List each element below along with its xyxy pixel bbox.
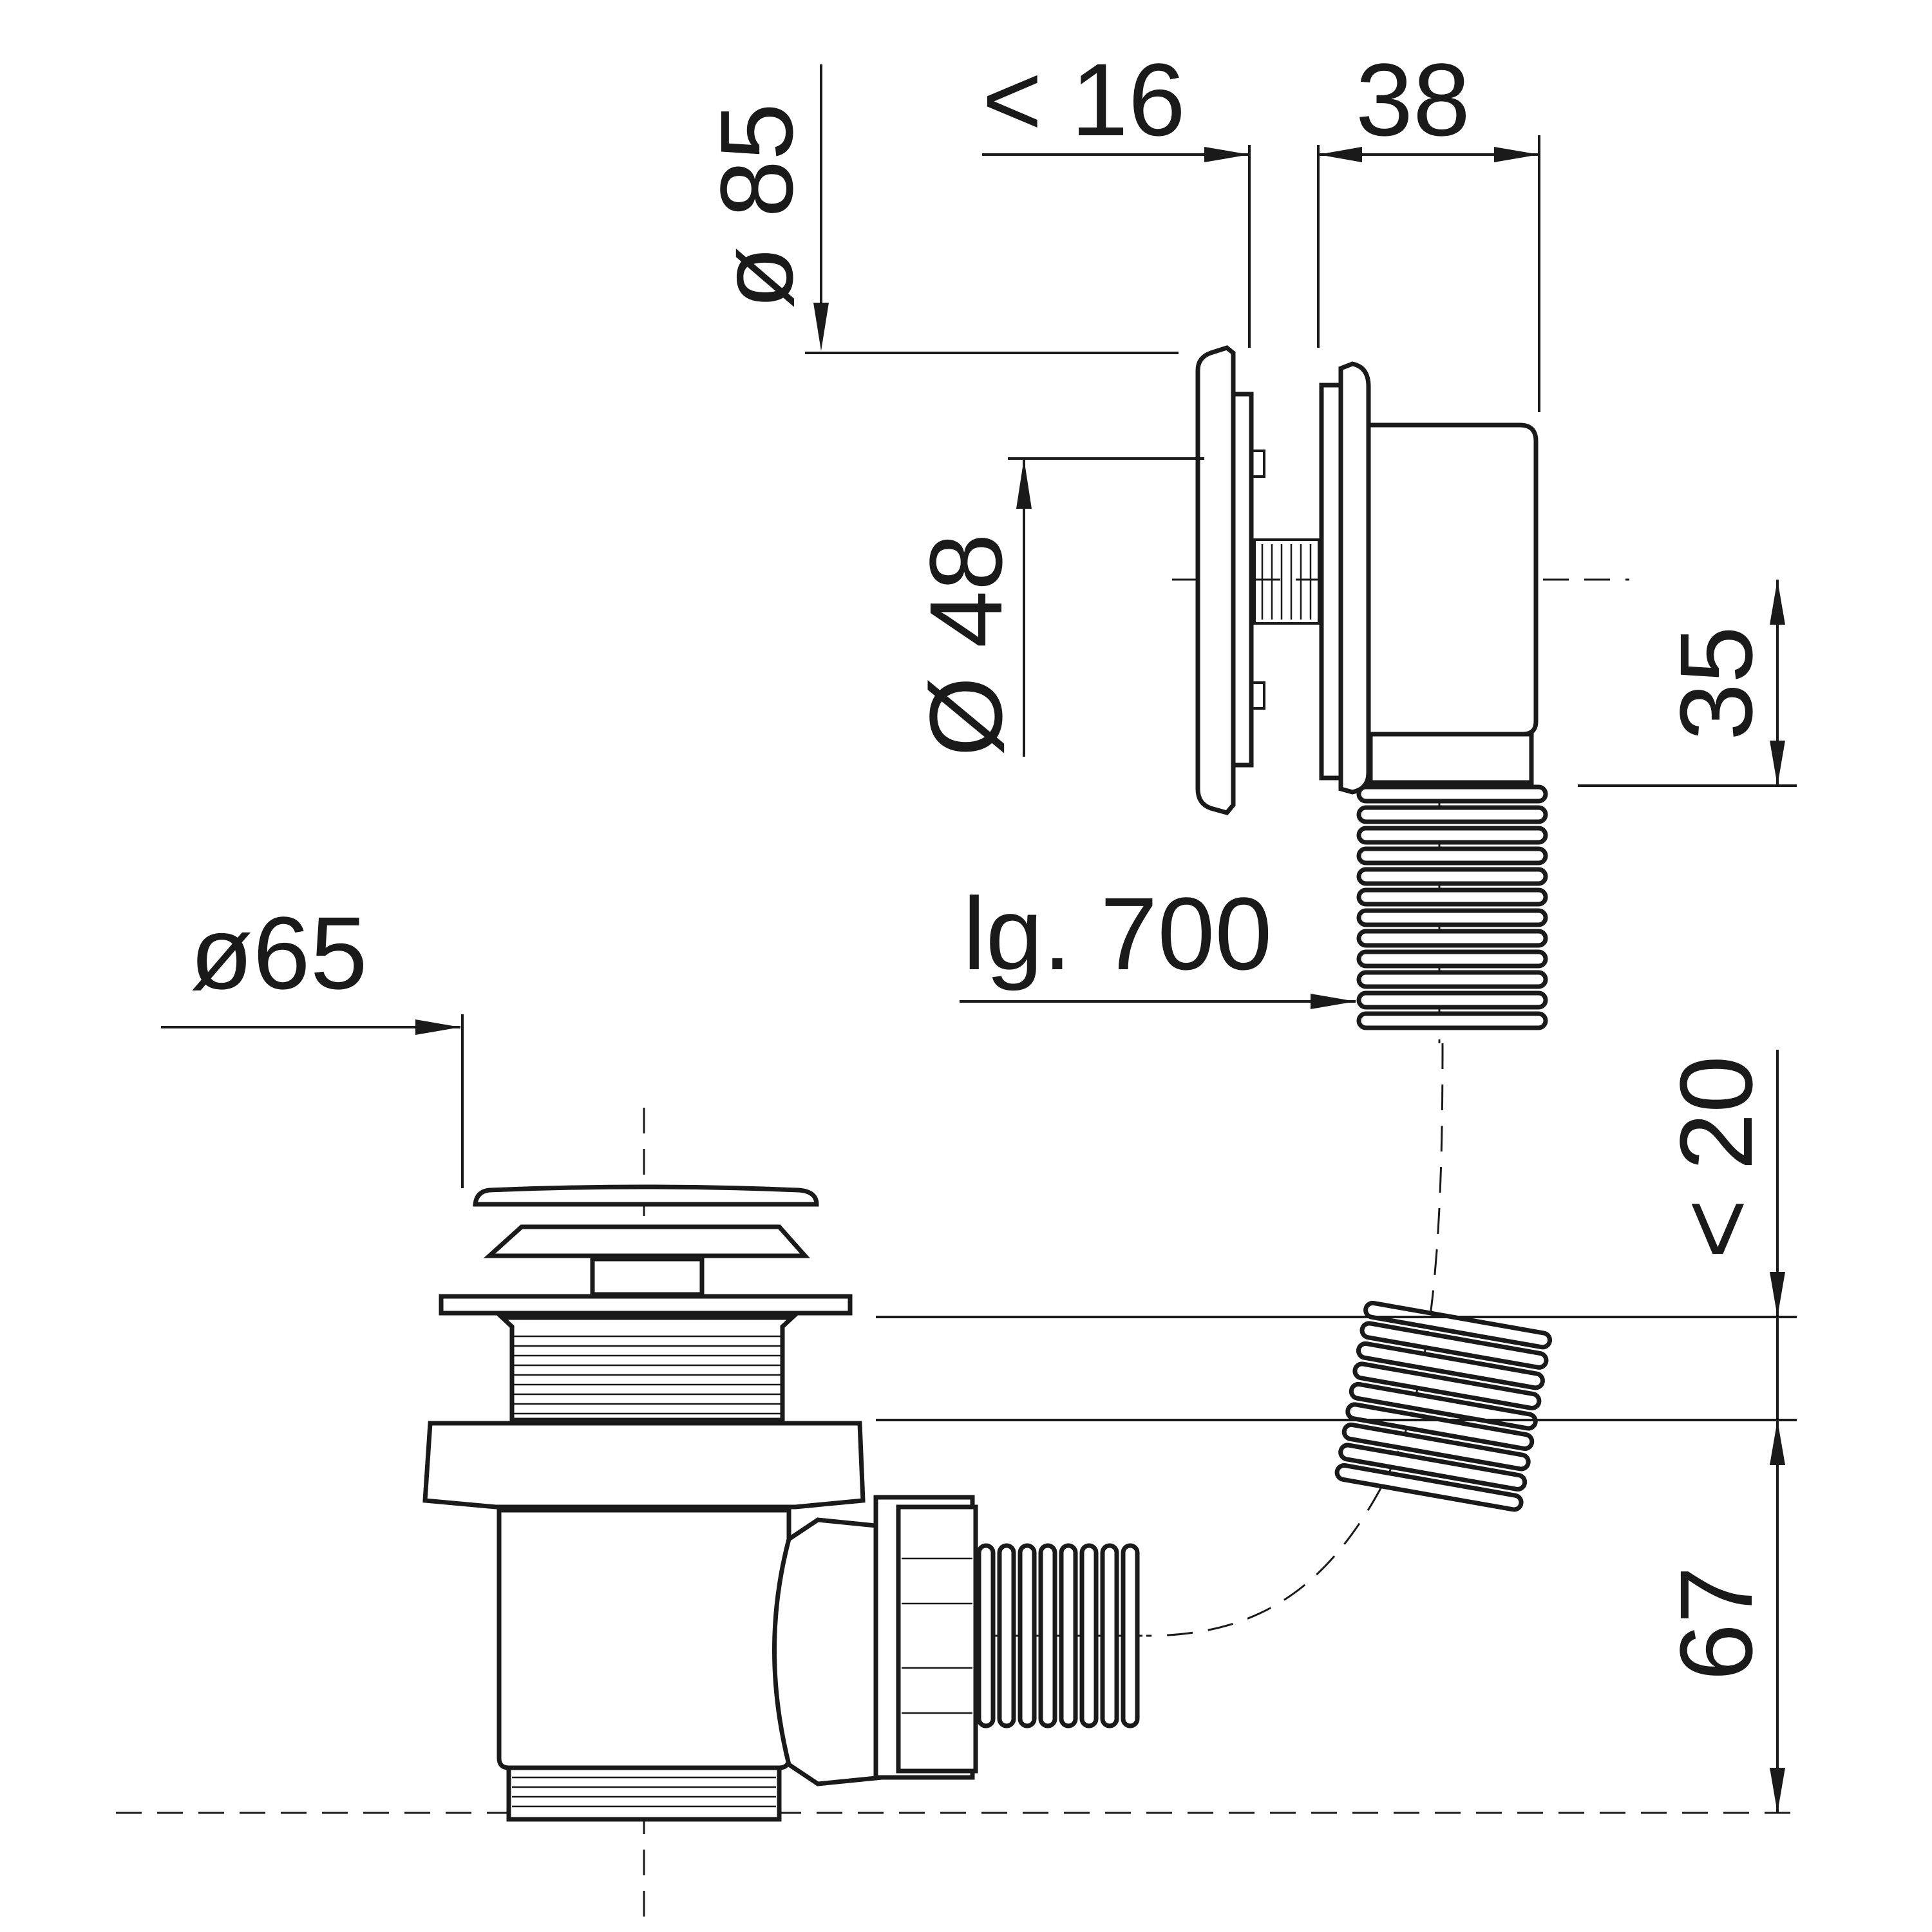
corrugated-hose-top xyxy=(1356,784,1548,1030)
overflow-plate-diameter-label: ø 85 xyxy=(699,103,814,309)
waste-offset-label: < 20 xyxy=(1658,1056,1774,1259)
hose-length-label: lg. 700 xyxy=(963,876,1272,991)
overflow-depth-label: 38 xyxy=(1356,42,1470,157)
corrugated-hose-middle xyxy=(1334,1300,1553,1512)
overflow-height-label: 35 xyxy=(1658,626,1774,741)
overflow-assembly xyxy=(1195,345,1548,1030)
waste-assembly xyxy=(422,1184,1140,1822)
dimension-lines xyxy=(161,64,1797,1813)
overflow-inner-diameter-label: Ø 48 xyxy=(908,533,1023,757)
plate-thickness-label: < 16 xyxy=(982,42,1186,157)
waste-height-label: 67 xyxy=(1658,1566,1774,1681)
outlet-corrugation xyxy=(976,1543,1140,1728)
waste-diameter-label: ø65 xyxy=(190,895,368,1010)
